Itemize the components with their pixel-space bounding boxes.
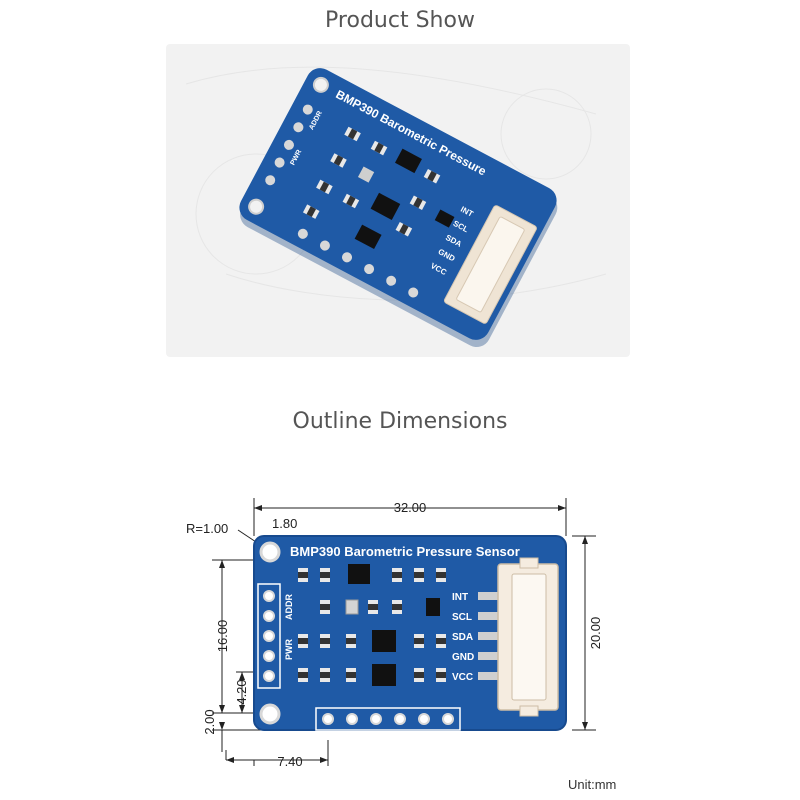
left-pad xyxy=(263,650,275,662)
left-pad xyxy=(263,670,275,682)
dim-16-label: 16.00 xyxy=(215,620,230,653)
dim-7-40-label: 7.40 xyxy=(277,754,302,769)
outline-pin-sda: SDA xyxy=(452,632,473,643)
product-show-title: Product Show xyxy=(325,8,475,33)
dim-2-00-label: 2.00 xyxy=(202,709,217,734)
product-photo-drawing: BMP390 Barometric Pressure ADDR PWR INT … xyxy=(185,66,607,348)
mount-hole-bottom xyxy=(259,703,281,725)
outline-pin-gnd: GND xyxy=(452,652,474,663)
dim-4-20-label: 4.20 xyxy=(234,679,249,704)
outline-drawing: BMP390 Barometric Pressure Sensor ADDR P… xyxy=(186,498,603,769)
outline-pin-int: INT xyxy=(452,592,468,603)
dim-hole-offset-label: 1.80 xyxy=(272,516,297,531)
outline-pin-scl: SCL xyxy=(452,612,472,623)
outline-pin-vcc: VCC xyxy=(452,672,473,683)
outline-addr-label: ADDR xyxy=(284,594,294,620)
left-pad xyxy=(263,610,275,622)
left-pad xyxy=(263,630,275,642)
outline-board-title: BMP390 Barometric Pressure Sensor xyxy=(290,544,520,559)
unit-label: Unit:mm xyxy=(568,777,617,792)
mount-hole-top xyxy=(259,541,281,563)
dim-width-label: 32.00 xyxy=(394,500,427,515)
dim-height-label: 20.00 xyxy=(588,617,603,650)
outline-pwr-label: PWR xyxy=(284,639,294,660)
product-photo: BMP390 Barometric Pressure ADDR PWR INT … xyxy=(166,44,630,357)
outline-dimensions-title: Outline Dimensions xyxy=(292,409,508,434)
dim-radius-label: R=1.00 xyxy=(186,521,228,536)
left-pad xyxy=(263,590,275,602)
